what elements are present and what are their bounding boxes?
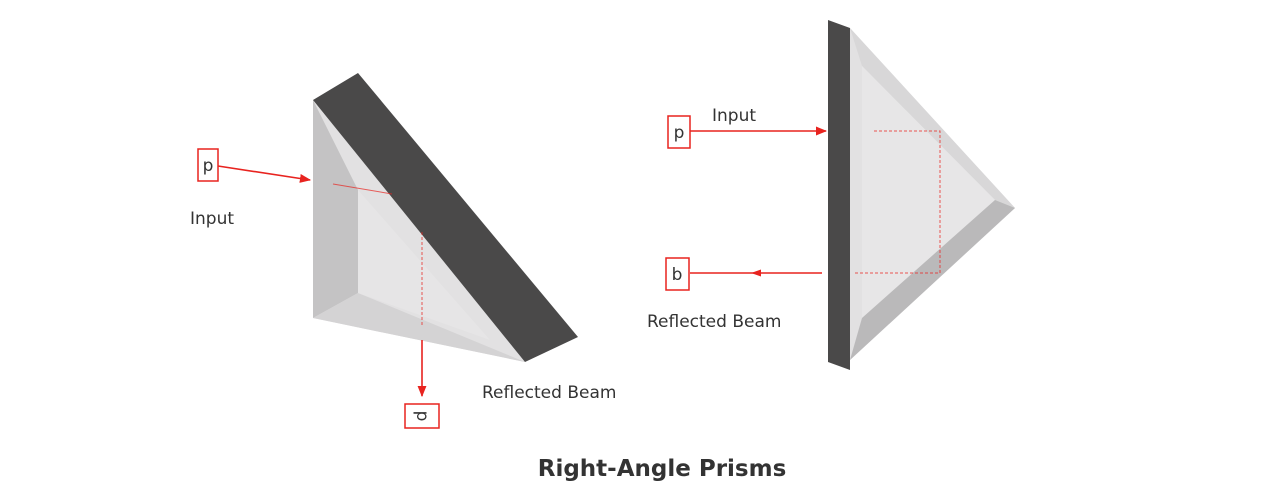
right-internal-beam [855, 130, 941, 274]
left-input-label: Input [190, 209, 234, 229]
left-prism-inner-face [358, 190, 490, 340]
left-output-label: Reflected Beam [482, 383, 616, 403]
right-input-label: Input [712, 106, 756, 126]
right-output-label: Reflected Beam [647, 312, 781, 332]
left-output-polarization: p [412, 411, 432, 422]
right-output-polarization-box [665, 257, 690, 291]
left-prism-left-bevel [313, 100, 358, 318]
left-internal-beam-1 [332, 183, 393, 195]
right-prism [828, 20, 1015, 370]
right-prism-beams [690, 126, 941, 277]
right-prism-bottom-bevel [850, 200, 1015, 360]
left-prism-mirror-face [313, 73, 578, 362]
left-prism-beams [217, 165, 427, 398]
left-input-polarization: p [203, 156, 214, 176]
right-input-polarization-box [667, 115, 691, 149]
left-output-polarization-box [404, 403, 440, 429]
right-prism-mirror-face [828, 20, 850, 370]
right-prism-top-bevel [850, 28, 1015, 208]
left-input-beam [217, 165, 312, 183]
right-input-polarization: p [674, 123, 685, 143]
left-prism [313, 73, 578, 362]
left-input-polarization-box [197, 148, 219, 182]
diagram-title: Right-Angle Prisms [538, 456, 787, 482]
right-output-polarization: b [672, 265, 683, 285]
right-prism-inner-face [862, 66, 995, 318]
left-prism-bottom-bevel [313, 293, 525, 362]
right-output-arrowhead [751, 269, 761, 277]
